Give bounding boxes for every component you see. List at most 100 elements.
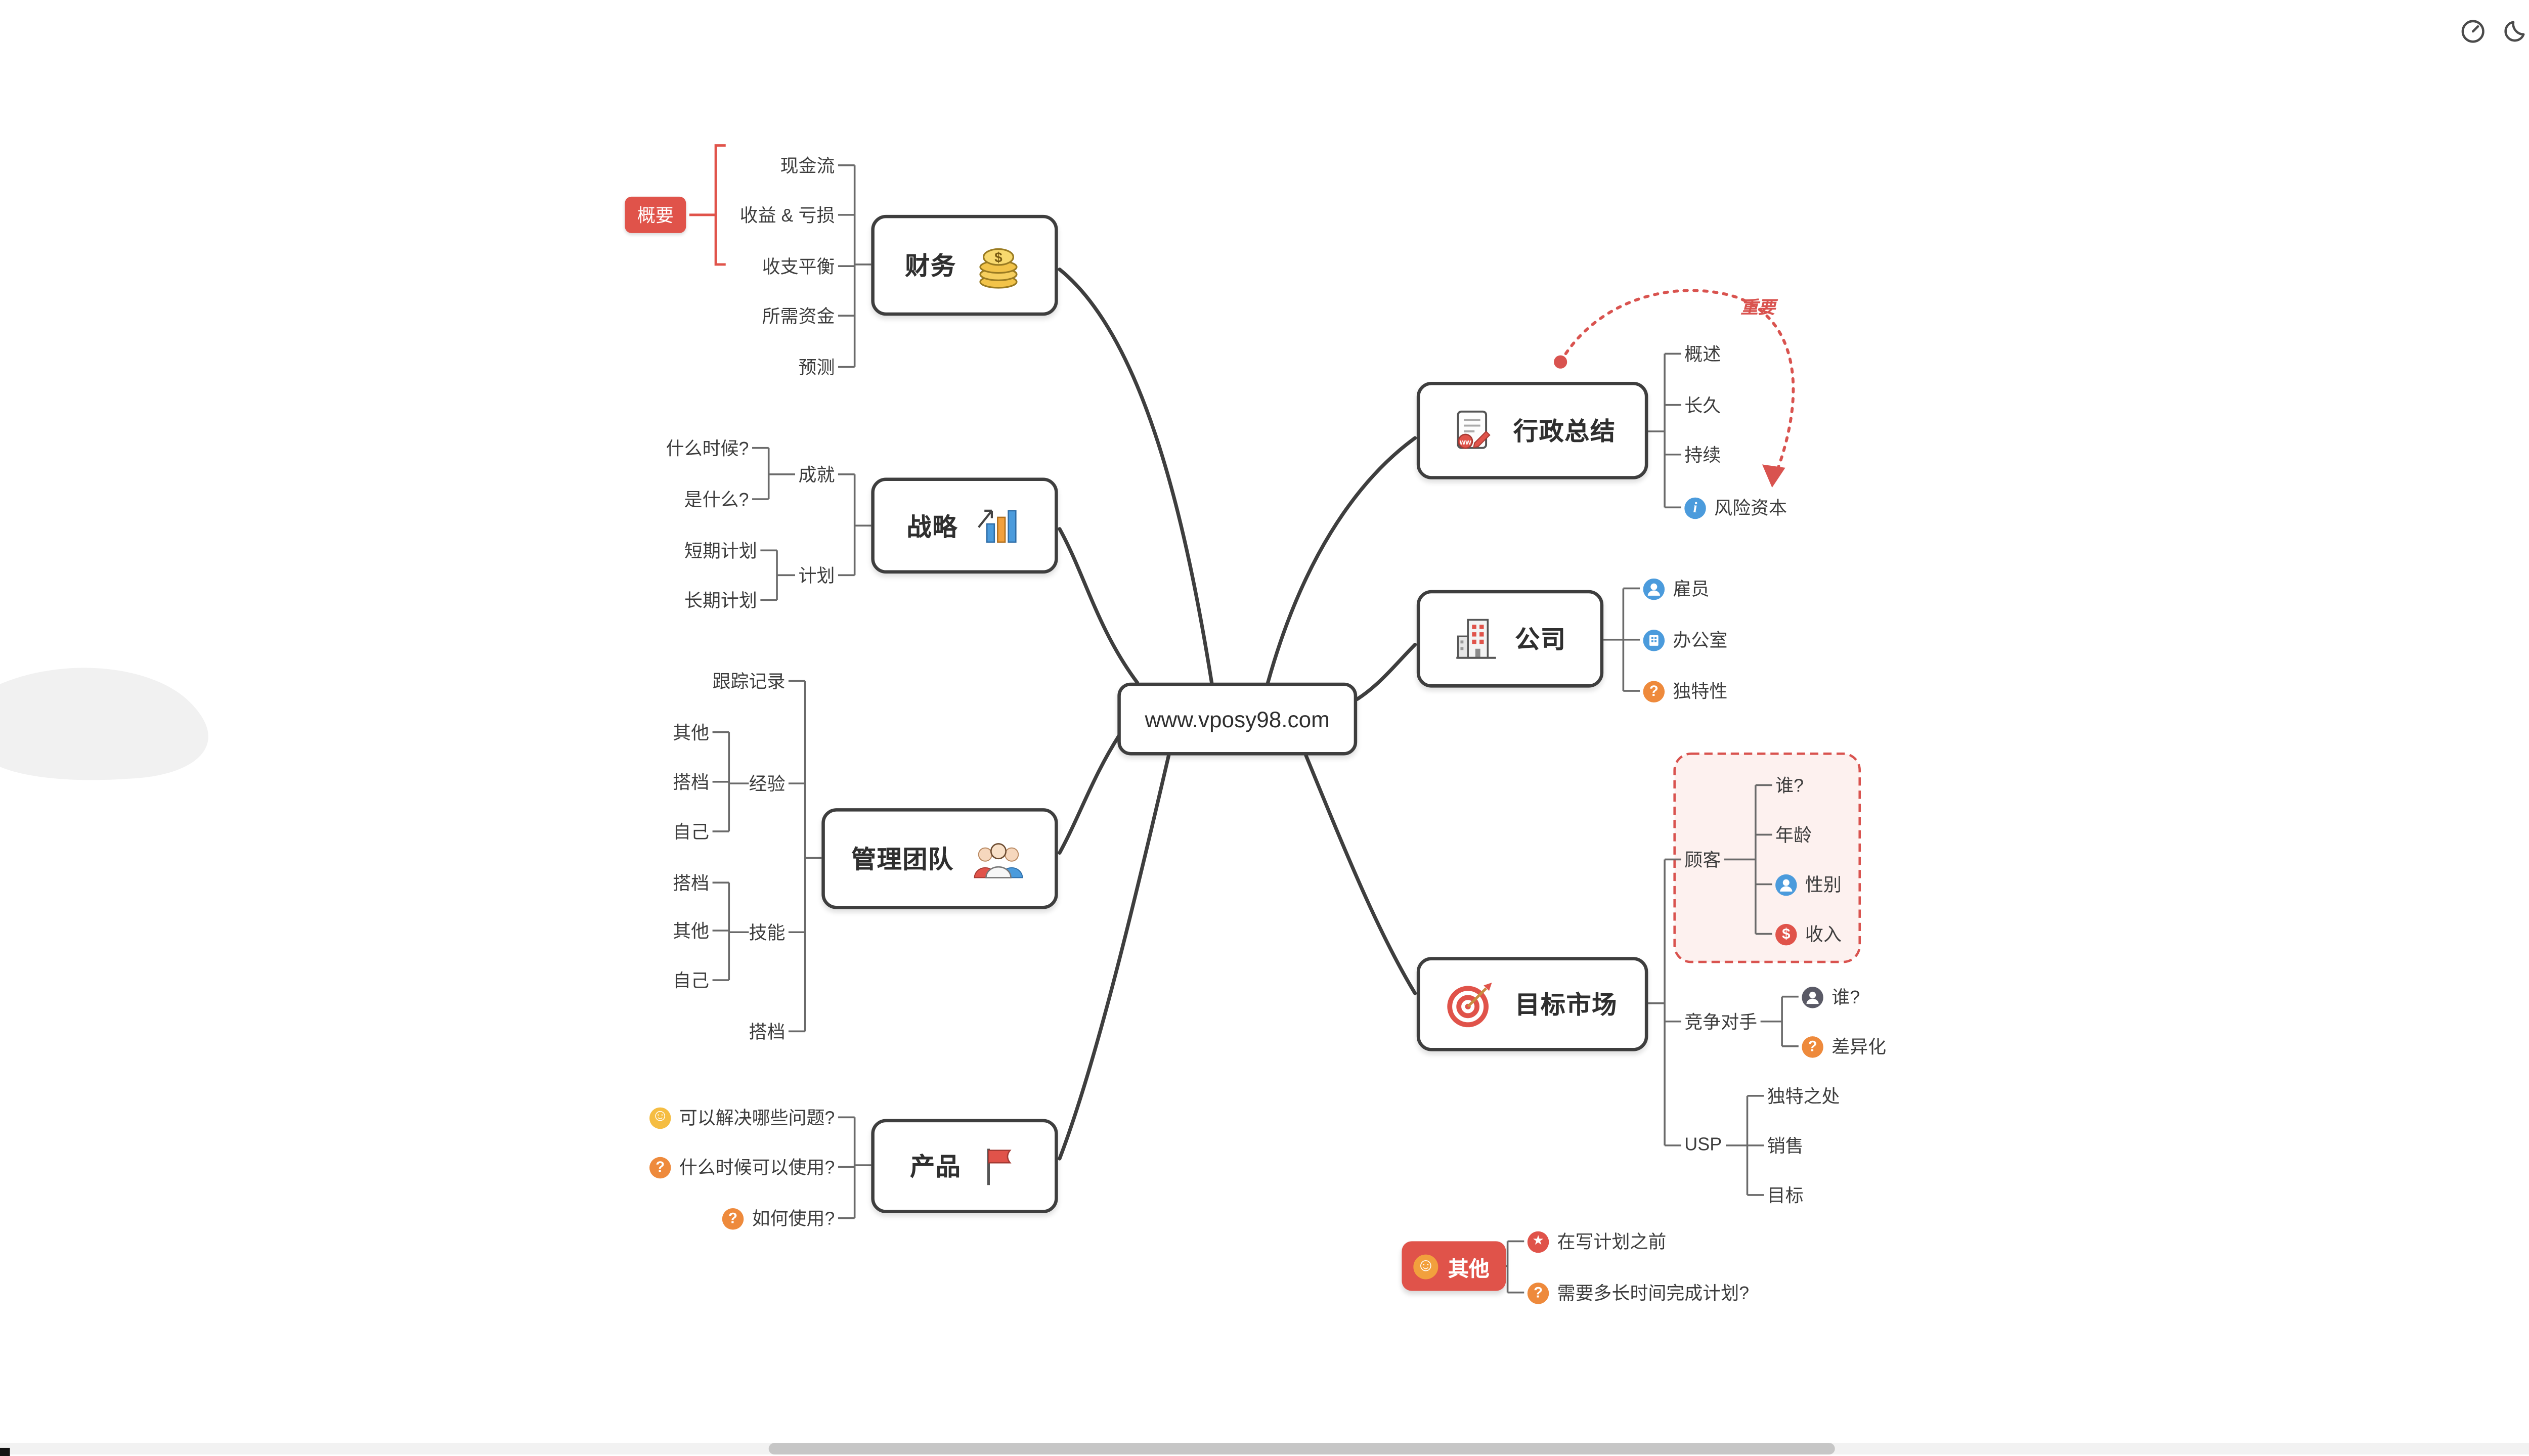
topic-label: 自己 (673, 823, 710, 843)
topic-short-term-plan[interactable]: 短期计划 (684, 537, 757, 563)
topic-experience[interactable]: 经验 (749, 770, 785, 797)
topic-uniqueness[interactable]: ? 独特性 (1643, 678, 1728, 704)
product-children-connector (838, 1116, 871, 1219)
topic-label: 短期计划 (684, 542, 757, 562)
topic-executive-summary[interactable]: ww 行政总结 (1416, 381, 1648, 479)
topic-break-even[interactable]: 收支平衡 (762, 253, 835, 279)
topic-usp[interactable]: USP (1684, 1135, 1722, 1155)
topic-employees[interactable]: 雇员 (1643, 575, 1710, 601)
topic-how-to-use[interactable]: ? 如何使用? (722, 1205, 835, 1231)
topic-skill-partner[interactable]: 搭档 (673, 869, 709, 896)
topic-company[interactable]: 公司 (1416, 590, 1604, 688)
topic-label: 所需资金 (762, 307, 835, 328)
usp-children-connector (1726, 1095, 1764, 1196)
smiley-icon: ☺ (649, 1107, 671, 1128)
topic-label: 现金流 (780, 157, 835, 177)
topic-label: 搭档 (673, 773, 710, 793)
topic-office[interactable]: 办公室 (1643, 627, 1727, 653)
topic-label: 自己 (673, 972, 710, 992)
edge-artifact (0, 1447, 10, 1456)
people-icon (974, 842, 1023, 878)
topic-partner[interactable]: 搭档 (749, 1018, 785, 1044)
topic-unique-points[interactable]: 独特之处 (1767, 1083, 1840, 1109)
topic-product[interactable]: 产品 (871, 1119, 1058, 1213)
topic-exp-partner[interactable]: 搭档 (673, 769, 709, 795)
topic-how-long-to-finish[interactable]: ? 需要多长时间完成计划? (1527, 1279, 1749, 1306)
topic-competitor-who[interactable]: 谁? (1802, 984, 1860, 1010)
topic-goals[interactable]: 目标 (1767, 1182, 1804, 1208)
topic-strategy-label: 战略 (906, 513, 958, 542)
topic-label: 独特性 (1673, 682, 1728, 702)
topic-long-term-plan[interactable]: 长期计划 (684, 587, 757, 613)
topic-target-market[interactable]: 目标市场 (1416, 957, 1648, 1051)
topic-problems-solved[interactable]: ☺ 可以解决哪些问题? (649, 1104, 835, 1130)
relationship-label[interactable]: 重要 (1740, 298, 1776, 319)
relationship-arrowhead (1762, 464, 1785, 488)
topic-continuity[interactable]: 持续 (1684, 442, 1721, 468)
topic-label: 在写计划之前 (1557, 1233, 1667, 1253)
topic-competitors[interactable]: 竞争对手 (1684, 1008, 1757, 1035)
view-toolbar (2458, 17, 2529, 47)
topic-customer-age[interactable]: 年龄 (1775, 821, 1812, 848)
topic-customers[interactable]: 顾客 (1684, 846, 1721, 872)
topic-sales[interactable]: 销售 (1767, 1132, 1804, 1159)
building-icon (1457, 618, 1497, 658)
branch-executive-line (1266, 436, 1417, 685)
topic-skill-others[interactable]: 其他 (673, 917, 709, 944)
topic-skills[interactable]: 技能 (749, 919, 785, 945)
horizontal-scrollbar-thumb[interactable] (768, 1443, 1835, 1455)
topic-label: 技能 (749, 923, 786, 944)
topic-label: 收益 & 亏损 (739, 206, 835, 227)
customers-boundary[interactable] (1673, 753, 1861, 963)
topic-overview[interactable]: 概述 (1684, 340, 1721, 367)
svg-text:$: $ (994, 249, 1002, 264)
branch-team-line (1058, 733, 1121, 855)
company-children-connector (1603, 587, 1640, 692)
topic-exp-others[interactable]: 其他 (673, 719, 709, 745)
topic-others[interactable]: ☺ 其他 (1402, 1241, 1506, 1291)
relationship-arrow[interactable] (1559, 289, 1795, 473)
topic-customer-income[interactable]: $ 收入 (1775, 920, 1842, 947)
topic-label: 雇员 (1673, 580, 1710, 600)
topic-profit-loss[interactable]: 收益 & 亏损 (740, 202, 835, 228)
branch-market-line (1304, 753, 1417, 995)
topic-team-label: 管理团队 (851, 846, 954, 874)
topic-venture-capital[interactable]: i 风险资本 (1684, 494, 1787, 520)
topic-differentiation[interactable]: ? 差异化 (1802, 1033, 1886, 1060)
topic-cash-flow[interactable]: 现金流 (780, 152, 835, 179)
question-icon: ? (649, 1156, 671, 1178)
topic-forecast[interactable]: 预测 (799, 354, 835, 380)
team-children-connector (788, 680, 822, 1033)
dark-mode-icon[interactable] (2501, 17, 2529, 47)
topic-plan[interactable]: 计划 (799, 562, 835, 588)
topic-longevity[interactable]: 长久 (1684, 392, 1721, 418)
branch-strategy-line (1058, 527, 1140, 685)
topic-when[interactable]: 什么时候? (666, 435, 749, 461)
topic-when-usable[interactable]: ? 什么时候可以使用? (649, 1154, 835, 1180)
topic-customer-gender[interactable]: 性别 (1775, 871, 1842, 897)
topic-label: USP (1684, 1135, 1722, 1156)
topic-skill-self[interactable]: 自己 (673, 967, 709, 993)
topic-strategy[interactable]: 战略 (871, 477, 1058, 574)
topic-label: 谁? (1775, 777, 1804, 797)
question-icon: ? (722, 1207, 744, 1229)
topic-label: 可以解决哪些问题? (679, 1109, 835, 1129)
topic-track-record[interactable]: 跟踪记录 (713, 668, 786, 694)
topic-label: 持续 (1684, 446, 1721, 466)
topic-label: 经验 (749, 775, 786, 796)
topic-finance[interactable]: 财务 $ (871, 214, 1058, 316)
topic-team[interactable]: 管理团队 (821, 808, 1058, 909)
central-topic[interactable]: www.vposy98.com (1117, 682, 1358, 756)
topic-achievement[interactable]: 成就 (799, 461, 835, 488)
topic-exp-self[interactable]: 自己 (673, 818, 709, 845)
topic-what[interactable]: 是什么? (684, 486, 749, 512)
summary-chip[interactable]: 概要 (625, 196, 686, 233)
gauge-icon[interactable] (2458, 17, 2488, 47)
topic-required-funds[interactable]: 所需资金 (762, 302, 835, 329)
topic-before-writing-plan[interactable]: ★ 在写计划之前 (1527, 1228, 1667, 1254)
topic-customer-who[interactable]: 谁? (1775, 772, 1804, 798)
summary-bracket[interactable] (689, 144, 726, 266)
strategy-children-connector (838, 473, 871, 577)
experience-children-connector (712, 731, 749, 832)
